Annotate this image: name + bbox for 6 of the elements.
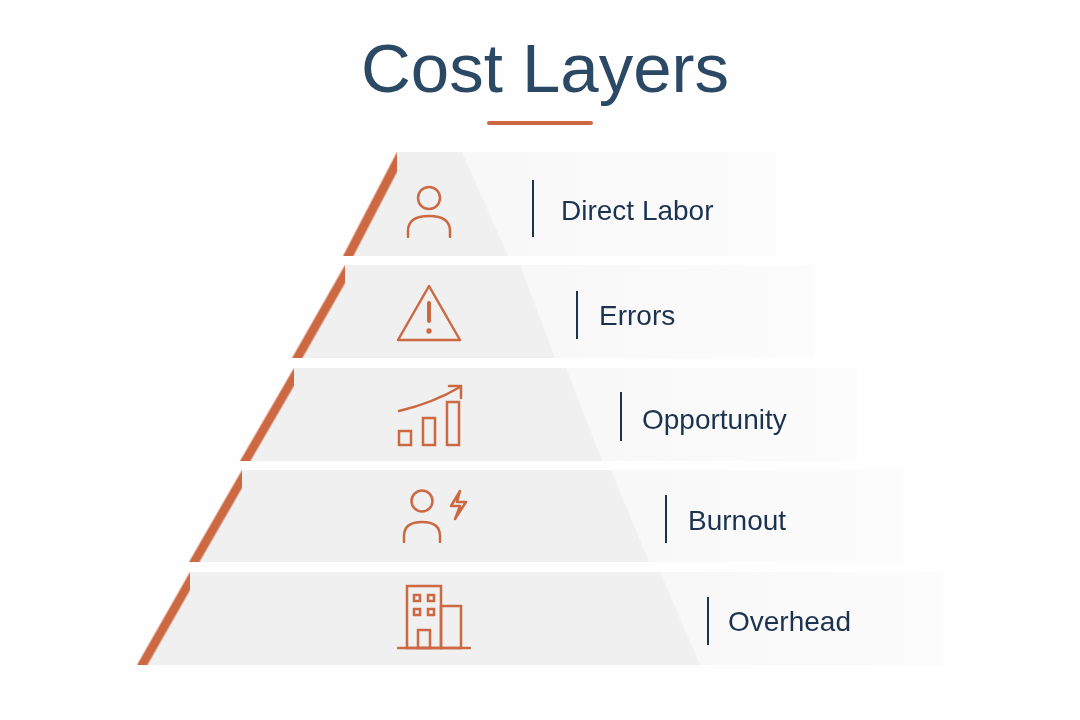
layer-label: Errors (599, 300, 676, 332)
layer-label: Opportunity (642, 404, 787, 436)
layer-label: Direct Labor (561, 195, 714, 227)
layer-label: Burnout (688, 505, 787, 537)
layer-label: Overhead (728, 606, 851, 638)
title: Cost Layers (360, 30, 730, 108)
